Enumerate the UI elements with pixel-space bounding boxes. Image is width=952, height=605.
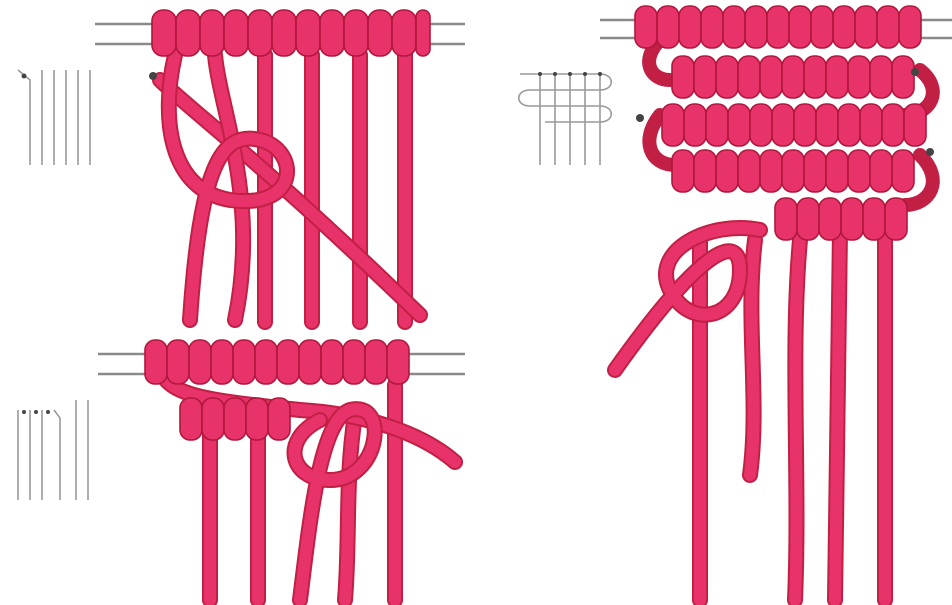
panel-2-schematic: [18, 400, 88, 500]
panel-1: [18, 10, 465, 322]
panel-3: [519, 6, 952, 600]
panel-3-knot-rows: [635, 6, 926, 240]
panel-1-knot-row: [152, 10, 430, 56]
panel-3-schematic: [519, 72, 612, 165]
panel-2: [18, 340, 465, 600]
panel-1-schematic: [18, 70, 90, 165]
panel-2-knot-row-1: [145, 340, 409, 384]
panel-1-cords: [160, 55, 420, 322]
panel-2-knot-row-2: [180, 398, 290, 440]
